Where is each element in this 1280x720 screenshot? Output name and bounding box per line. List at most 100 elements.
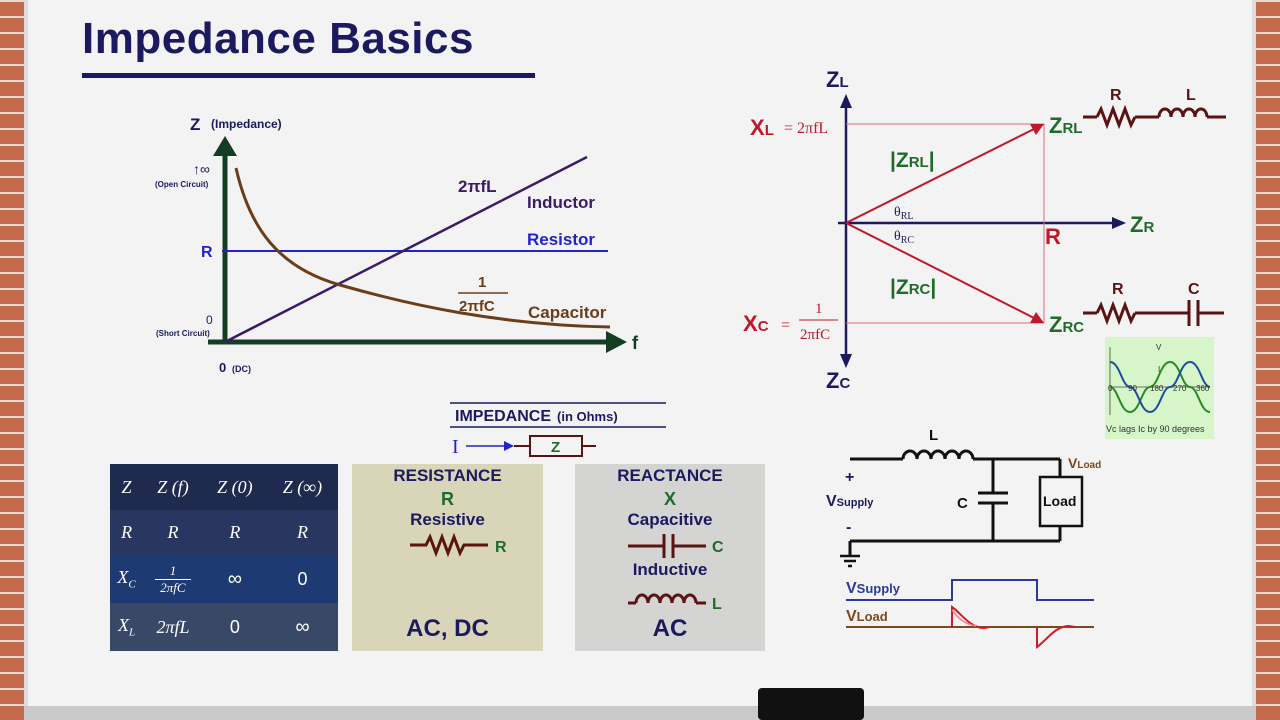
wave-caption: Vc lags Ic by 90 degrees <box>1106 424 1205 434</box>
table-cell: Z <box>121 476 132 497</box>
y-axis-label-small: (Impedance) <box>211 117 282 131</box>
rl-resistor-symbol <box>1095 104 1137 130</box>
xc-denominator: 2πfC <box>800 327 830 343</box>
vload-response-up <box>951 605 991 630</box>
filter-l-label: L <box>929 427 938 444</box>
table-cell: 0 <box>229 616 240 637</box>
table-cell: ∞ <box>295 615 310 638</box>
inductor-symbol <box>634 593 698 604</box>
rl-r-label: R <box>1110 87 1122 104</box>
zrl-arrowhead <box>1030 124 1044 135</box>
filter-inductor <box>901 449 975 460</box>
table-cell: Z (0) <box>217 476 253 497</box>
brick-wall-right <box>1256 0 1280 720</box>
vload-label: VLoad <box>1068 455 1101 471</box>
infinity-label: ↑∞ <box>193 161 210 177</box>
resistance-panel: RESISTANCE R Resistive AC, DC <box>352 464 543 651</box>
page-title: Impedance Basics <box>82 14 474 63</box>
zrl-vector <box>845 127 1037 224</box>
rl-l-label: L <box>1186 87 1196 104</box>
inductor-line <box>224 155 588 344</box>
zrc-label: ZRC <box>1049 312 1084 337</box>
filter-c-label: C <box>957 495 968 512</box>
zero-label: 0 <box>206 313 213 327</box>
table-cell: Z (∞) <box>282 476 323 497</box>
wave-tick-360: 360 <box>1196 384 1210 393</box>
origin-label: 0 <box>219 360 226 375</box>
table-cell: Z (f) <box>157 476 189 497</box>
inductor-formula: 2πfL <box>458 177 497 196</box>
zc-axis-arrow <box>840 354 852 368</box>
impedance-title: IMPEDANCE(in Ohms) <box>455 408 618 425</box>
resistor-symbol <box>410 532 488 558</box>
table-cell-xc-fraction: 1 2πfC <box>143 555 203 603</box>
rl-series-circuit <box>1083 104 1226 130</box>
fraction-denominator: 2πfC <box>160 579 186 595</box>
table-row: XC 1 2πfC ∞ 0 <box>110 555 338 603</box>
y-axis-label: Z <box>190 115 200 134</box>
zrc-magnitude: |ZRC| <box>890 276 936 299</box>
whiteboard-tray <box>24 706 1256 720</box>
table-cell: ∞ <box>227 567 242 590</box>
table-cell: R <box>121 522 133 542</box>
current-wave <box>1109 360 1211 414</box>
load-label: Load <box>1043 493 1076 509</box>
reactance-domain: AC <box>652 615 688 642</box>
vsupply-label: VSupply <box>826 493 874 510</box>
wave-tick-270: 270 <box>1173 384 1187 393</box>
capacitive-label: Capacitive <box>627 510 713 529</box>
vload-response-down <box>1036 624 1076 649</box>
xc-label: XC <box>743 311 769 336</box>
table-row: XL 2πfL 0 ∞ <box>110 603 338 651</box>
impedance-table: Z Z (f) Z (0) Z (∞) R R R R XC 1 2πfC ∞ … <box>110 464 338 651</box>
capacitor-component-label: C <box>712 539 724 556</box>
r-tick-label: R <box>201 244 213 261</box>
phase-wave-inset <box>1105 337 1214 439</box>
minus-label: - <box>846 519 851 536</box>
table-cell: 0 <box>297 568 308 589</box>
table-cell-xc: XC <box>117 567 136 591</box>
ground-icon <box>840 554 860 568</box>
resistor-label: Resistor <box>527 230 595 249</box>
table-cell-xl: XL <box>118 615 136 639</box>
zl-axis-label: ZL <box>826 67 849 92</box>
brick-wall-left <box>0 0 24 720</box>
vsupply-wave-label: VSupply <box>846 580 901 597</box>
rl-inductor-symbol <box>1157 107 1209 118</box>
rc-c-label: C <box>1188 281 1200 298</box>
zrc-arrowhead <box>1030 312 1044 323</box>
zrc-vector <box>845 222 1037 320</box>
x-axis-label: f <box>632 333 639 353</box>
inductor-label: Inductor <box>527 193 595 212</box>
table-row-header: Z Z (f) Z (0) Z (∞) <box>110 464 338 510</box>
table-row: R R R R <box>110 510 338 555</box>
voltage-wave <box>1109 360 1211 414</box>
wave-i-label: I <box>1158 365 1160 374</box>
rc-series-circuit <box>1083 300 1224 326</box>
xc-numerator: 1 <box>815 301 823 317</box>
zrl-label: ZRL <box>1049 113 1082 138</box>
theta-rl-label: θRL <box>894 205 914 222</box>
capacitor-formula-denominator: 2πfC <box>459 298 495 315</box>
capacitor-label: Capacitor <box>528 303 607 322</box>
fraction-bar <box>155 578 191 580</box>
title-underline <box>82 73 535 78</box>
table-cell: R <box>229 522 241 542</box>
inductive-label: Inductive <box>632 560 708 579</box>
capacitor-formula-numerator: 1 <box>478 274 486 291</box>
resistance-symbol: R <box>441 489 454 509</box>
wave-tick-90: 90 <box>1128 384 1137 393</box>
rc-resistor-symbol <box>1095 300 1137 326</box>
resistor-component-label: R <box>495 539 507 556</box>
xl-label: XL <box>750 115 774 140</box>
table-cell: R <box>296 522 308 542</box>
wave-v-label: V <box>1156 343 1162 352</box>
resistance-heading: RESISTANCE <box>393 466 502 485</box>
